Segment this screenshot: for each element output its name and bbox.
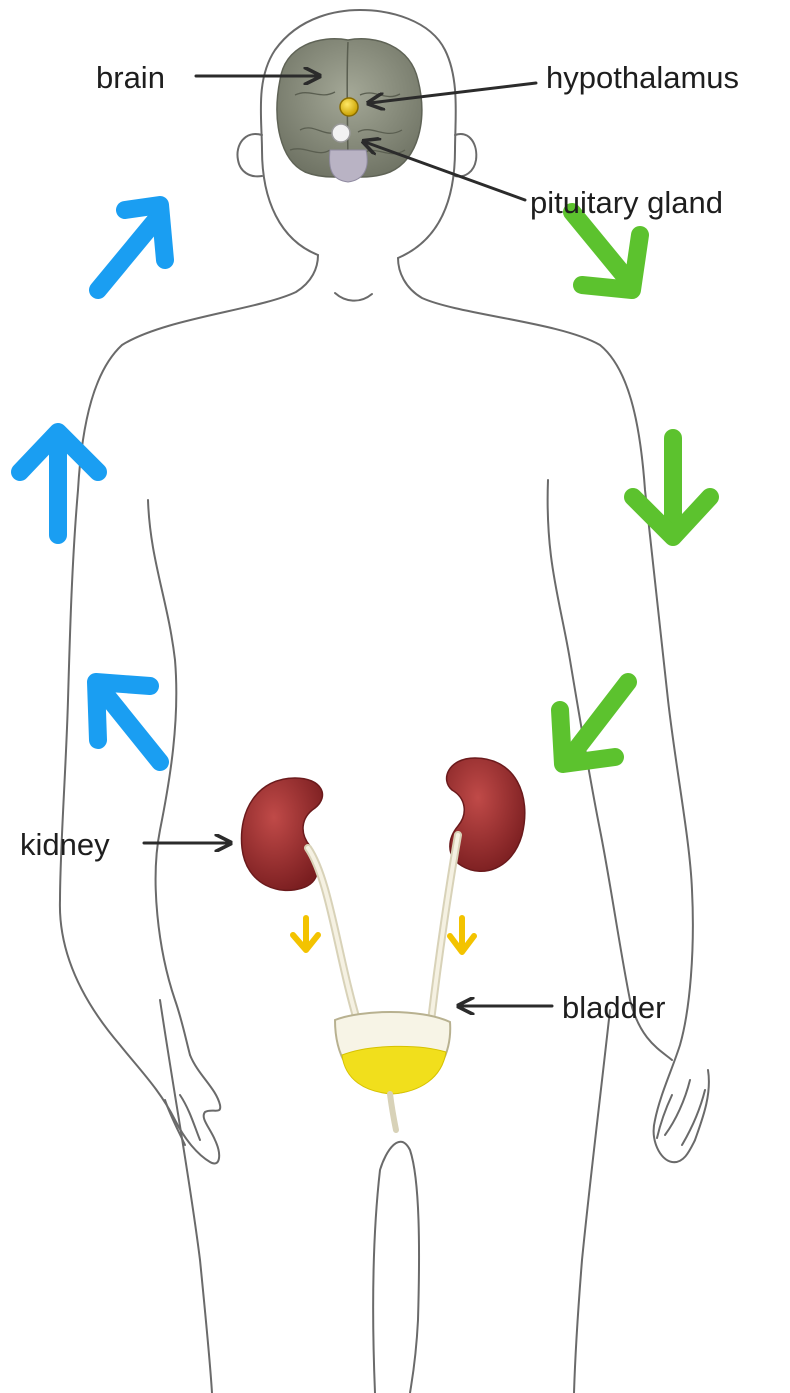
green-arrow-upper [572, 212, 640, 290]
left-inner-arm [148, 500, 190, 1055]
blue-arrow-lower [96, 682, 160, 762]
left-hand [165, 1095, 200, 1145]
bladder-icon [335, 1012, 450, 1130]
urine-flow-arrow-left [293, 918, 318, 950]
right-ear [455, 134, 476, 176]
chin-line [335, 293, 372, 301]
left-leg-outline [160, 1000, 212, 1393]
pituitary-gland-label: pituitary gland [530, 187, 723, 218]
urine-flow-arrow-right [450, 918, 474, 952]
blue-arrow-upper [98, 205, 165, 290]
kidney-label: kidney [20, 829, 110, 860]
right-ureter-edge [430, 835, 458, 1030]
inner-legs [373, 1142, 419, 1393]
pituitary-gland-icon [332, 124, 350, 142]
green-arrow-lower [560, 682, 628, 764]
bladder-label: bladder [562, 992, 665, 1023]
hypothalamus-label: hypothalamus [546, 62, 739, 93]
brain-label: brain [96, 62, 165, 93]
blue-arrow-middle [20, 432, 98, 535]
right-leg-outline [574, 1010, 610, 1393]
left-kidney-icon [241, 778, 322, 890]
hypothalamus-icon [340, 98, 358, 116]
left-ear [237, 134, 262, 176]
